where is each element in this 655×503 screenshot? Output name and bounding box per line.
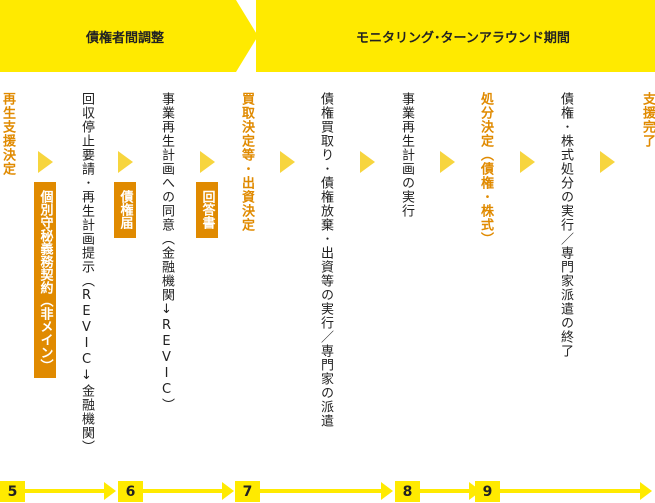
timeline-arrowhead xyxy=(640,482,652,500)
timeline-number: 9 xyxy=(475,481,500,502)
timeline-number: 8 xyxy=(395,481,420,502)
timeline-line xyxy=(25,489,105,493)
doc-reply-box: 回答書 xyxy=(196,182,218,238)
phase-label-monitoring: モニタリング･ターンアラウンド期間 xyxy=(356,31,570,46)
phase-banner-left xyxy=(0,0,258,72)
step-support-complete: 支援完了 xyxy=(640,92,655,148)
step-purchase-decision: 買取決定等･出資決定 xyxy=(239,92,254,232)
flow-arrow xyxy=(118,151,133,173)
step-collection-stop-request: 回収停止要請･再生計画提示（REVIC↓金融機関） xyxy=(79,92,94,454)
phase-label-creditor-coordination: 債権者間調整 xyxy=(86,31,165,46)
flow-arrow xyxy=(520,151,535,173)
timeline-number: 6 xyxy=(118,481,143,502)
timeline-number: 7 xyxy=(235,481,260,502)
flow-arrow xyxy=(200,151,215,173)
doc-nda-box: 個別守秘義務契約（非メイン） xyxy=(34,182,56,378)
timeline-line xyxy=(420,489,470,493)
timeline-line xyxy=(143,489,223,493)
flow-arrow xyxy=(280,151,295,173)
timeline-arrowhead xyxy=(104,482,116,500)
timeline-line xyxy=(260,489,382,493)
timeline-number: 5 xyxy=(0,481,25,502)
phase-banner-right xyxy=(256,0,655,72)
timeline-line xyxy=(500,489,640,493)
timeline-arrowhead xyxy=(222,482,234,500)
doc-claim-notice-box: 債権届 xyxy=(114,182,136,238)
timeline-arrowhead xyxy=(381,482,393,500)
flow-arrow xyxy=(440,151,455,173)
flow-arrow xyxy=(360,151,375,173)
step-plan-consent: 事業再生計画への同意（金融機関↓REVIC） xyxy=(159,92,174,412)
step-purchase-execution: 債権買取り･債権放棄･出資等の実行／専門家の派遣 xyxy=(318,92,333,428)
step-disposal-execution: 債権･株式処分の実行／専門家派遣の終了 xyxy=(558,92,573,358)
flow-arrow xyxy=(600,151,615,173)
step-support-decision: 再生支援決定 xyxy=(0,92,15,176)
step-disposal-decision: 処分決定（債権･株式） xyxy=(478,92,493,246)
step-plan-execution: 事業再生計画の実行 xyxy=(399,92,414,218)
flow-arrow xyxy=(38,151,53,173)
